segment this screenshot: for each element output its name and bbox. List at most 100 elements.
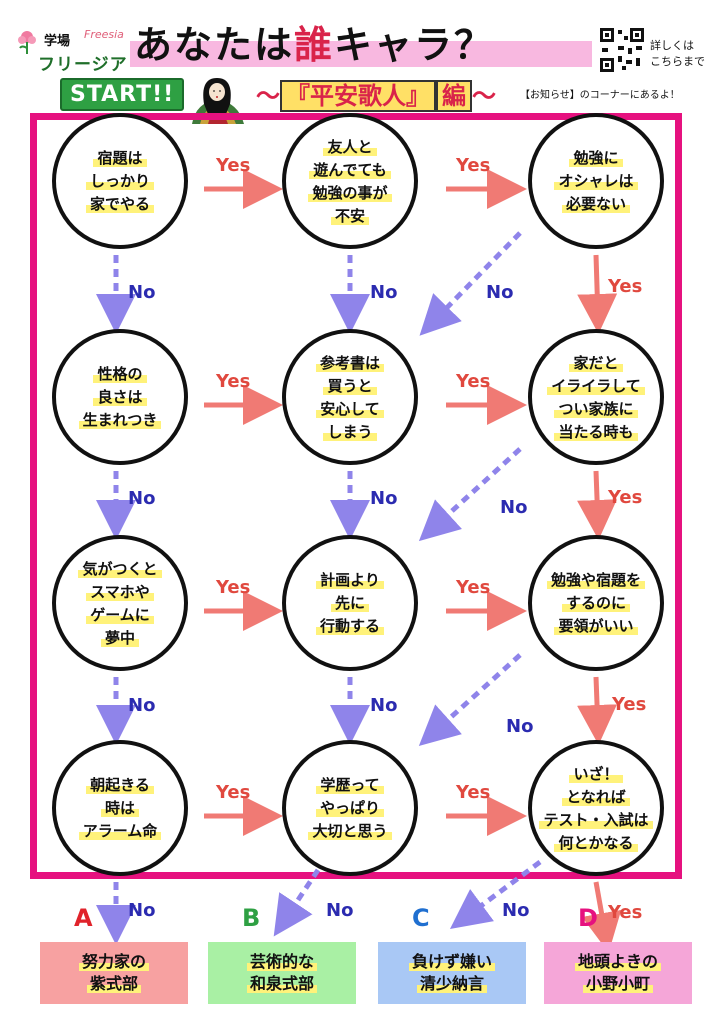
no-label-mid-1: No xyxy=(370,488,398,509)
no-arrow-result-c xyxy=(449,859,542,929)
result-box-c: 負けず嫌い清少納言 xyxy=(378,942,526,1004)
question-node-q2: 友人と遊んでても勉強の事が不安 xyxy=(282,113,418,249)
yes-label-down-2: Yes xyxy=(612,694,647,715)
question-text-line: しまう xyxy=(323,422,377,441)
question-text-line: アラーム命 xyxy=(78,822,162,840)
qr-note-line-2: こちらまで xyxy=(650,55,705,68)
result-text-line: 清少納言 xyxy=(416,975,487,993)
no-label-left-2: No xyxy=(128,695,156,716)
question-text-line: 参考書は xyxy=(315,353,384,372)
no-label-diag-2: No xyxy=(506,716,534,737)
no-arrow-result-b xyxy=(273,868,321,937)
yes-label-r2-a: Yes xyxy=(216,577,251,598)
subtitle-text: 『平安歌人』 xyxy=(280,80,436,112)
question-text-line: 行動する xyxy=(315,617,384,635)
result-text-line: 和泉式部 xyxy=(246,975,317,993)
yes-arrow-down-2 xyxy=(577,676,618,745)
question-text-line: 生まれつき xyxy=(78,411,162,429)
yes-label-r3-b: Yes xyxy=(456,782,491,803)
subtitle-suffix: 編 xyxy=(436,80,472,112)
result-letter: B xyxy=(242,904,261,932)
yes-label-r3-a: Yes xyxy=(216,782,251,803)
logo-name-text: フリージア xyxy=(38,55,128,75)
question-text-line: スマホや xyxy=(86,582,154,601)
no-label-diag-0: No xyxy=(486,282,514,303)
result-text-line: 負けず嫌い xyxy=(408,953,495,971)
no-arrow-diag-0 xyxy=(419,231,522,336)
question-text-line: 性格の xyxy=(93,365,147,383)
flower-icon xyxy=(18,31,36,54)
no-label-result-a: No xyxy=(128,900,156,921)
yes-label-r2-b: Yes xyxy=(456,577,491,598)
question-text-line: イライラして xyxy=(547,376,645,395)
question-text-line: 時は xyxy=(100,799,139,817)
question-text-line: 学歴って xyxy=(316,776,384,794)
title-highlight-band xyxy=(130,41,592,67)
question-node-q12: いざ！となればテスト・入試は何とかなる xyxy=(528,740,664,876)
title-highlight: 誰 xyxy=(294,23,335,67)
yes-label-r0-b: Yes xyxy=(456,155,491,176)
question-node-q9: 勉強や宿題をするのに要領がいい xyxy=(528,535,664,671)
yes-label-r1-b: Yes xyxy=(456,371,491,392)
no-label-left-1: No xyxy=(128,488,156,509)
question-text-line: 宿題は xyxy=(93,149,147,167)
result-text-line: 努力家の xyxy=(78,953,149,971)
question-node-q4: 性格の良さは生まれつき xyxy=(52,329,188,465)
question-node-q5: 参考書は買うと安心してしまう xyxy=(282,329,418,465)
title-post: キャラ？ xyxy=(334,23,495,67)
question-text-line: やっぱり xyxy=(315,799,384,817)
question-text-line: しっかり xyxy=(85,172,154,190)
subtitle-tilde-left: 〜 xyxy=(256,82,280,110)
qr-code-icon[interactable] xyxy=(598,26,646,74)
notice-text: 【お知らせ】のコーナーにあるよ！ xyxy=(520,90,680,101)
question-node-q3: 勉強にオシャレは必要ない xyxy=(528,113,664,249)
question-text-line: 朝起きる xyxy=(86,776,154,794)
question-text-line: 何とかなる xyxy=(554,833,638,852)
freesia-logo: 学場 Freesia フリージア xyxy=(14,28,134,80)
yes-arrow-down-1 xyxy=(577,470,618,540)
question-text-line: 勉強や宿題を xyxy=(546,571,645,589)
question-text-line: 当たる時も xyxy=(554,422,638,441)
result-text-line: 芸術的な xyxy=(246,953,317,971)
no-label-mid-0: No xyxy=(370,282,398,303)
question-text-line: 不安 xyxy=(330,206,369,225)
result-letter: A xyxy=(74,904,93,932)
question-node-q10: 朝起きる時はアラーム命 xyxy=(52,740,188,876)
result-text-line: 紫式部 xyxy=(86,975,141,993)
question-text-line: 先に xyxy=(330,594,369,612)
result-box-d: 地頭よきの小野小町 xyxy=(544,942,692,1004)
question-text-line: つい家族に xyxy=(554,399,638,418)
start-badge: START!! xyxy=(60,78,185,111)
question-node-q11: 学歴ってやっぱり大切と思う xyxy=(282,740,418,876)
question-text-line: 友人と xyxy=(323,137,377,156)
no-arrow-diag-2 xyxy=(418,653,522,747)
question-text-line: 大切と思う xyxy=(308,822,392,840)
question-text-line: 気がつくと xyxy=(78,559,162,578)
qr-note-line-1: 詳しくは xyxy=(650,39,694,52)
yes-label-down-1: Yes xyxy=(608,487,643,508)
question-text-line: いざ！ xyxy=(569,764,623,783)
question-node-q6: 家だとイライラしてつい家族に当たる時も xyxy=(528,329,664,465)
result-text-line: 小野小町 xyxy=(582,975,653,993)
question-text-line: 家でやる xyxy=(85,195,154,213)
yes-label-result-d: Yes xyxy=(608,902,643,923)
logo-script-text: Freesia xyxy=(84,28,124,41)
question-text-line: 安心して xyxy=(316,399,384,418)
question-text-line: 遊んでても xyxy=(309,160,391,179)
no-label-diag-1: No xyxy=(500,497,528,518)
no-arrow-diag-1 xyxy=(418,447,522,542)
yes-label-r0-a: Yes xyxy=(216,155,251,176)
question-text-line: 要領がいい xyxy=(554,617,638,635)
logo-top-text: 学場 xyxy=(44,34,71,49)
no-label-result-b: No xyxy=(326,900,354,921)
result-box-a: 努力家の紫式部 xyxy=(40,942,188,1004)
question-text-line: 買うと xyxy=(323,376,377,395)
question-text-line: 計画より xyxy=(316,571,384,589)
question-text-line: するのに xyxy=(561,594,630,612)
yes-arrow-down-0 xyxy=(577,254,618,334)
no-label-result-c: No xyxy=(502,900,530,921)
question-node-q8: 計画より先に行動する xyxy=(282,535,418,671)
yes-label-r1-a: Yes xyxy=(216,371,251,392)
no-label-left-0: No xyxy=(128,282,156,303)
